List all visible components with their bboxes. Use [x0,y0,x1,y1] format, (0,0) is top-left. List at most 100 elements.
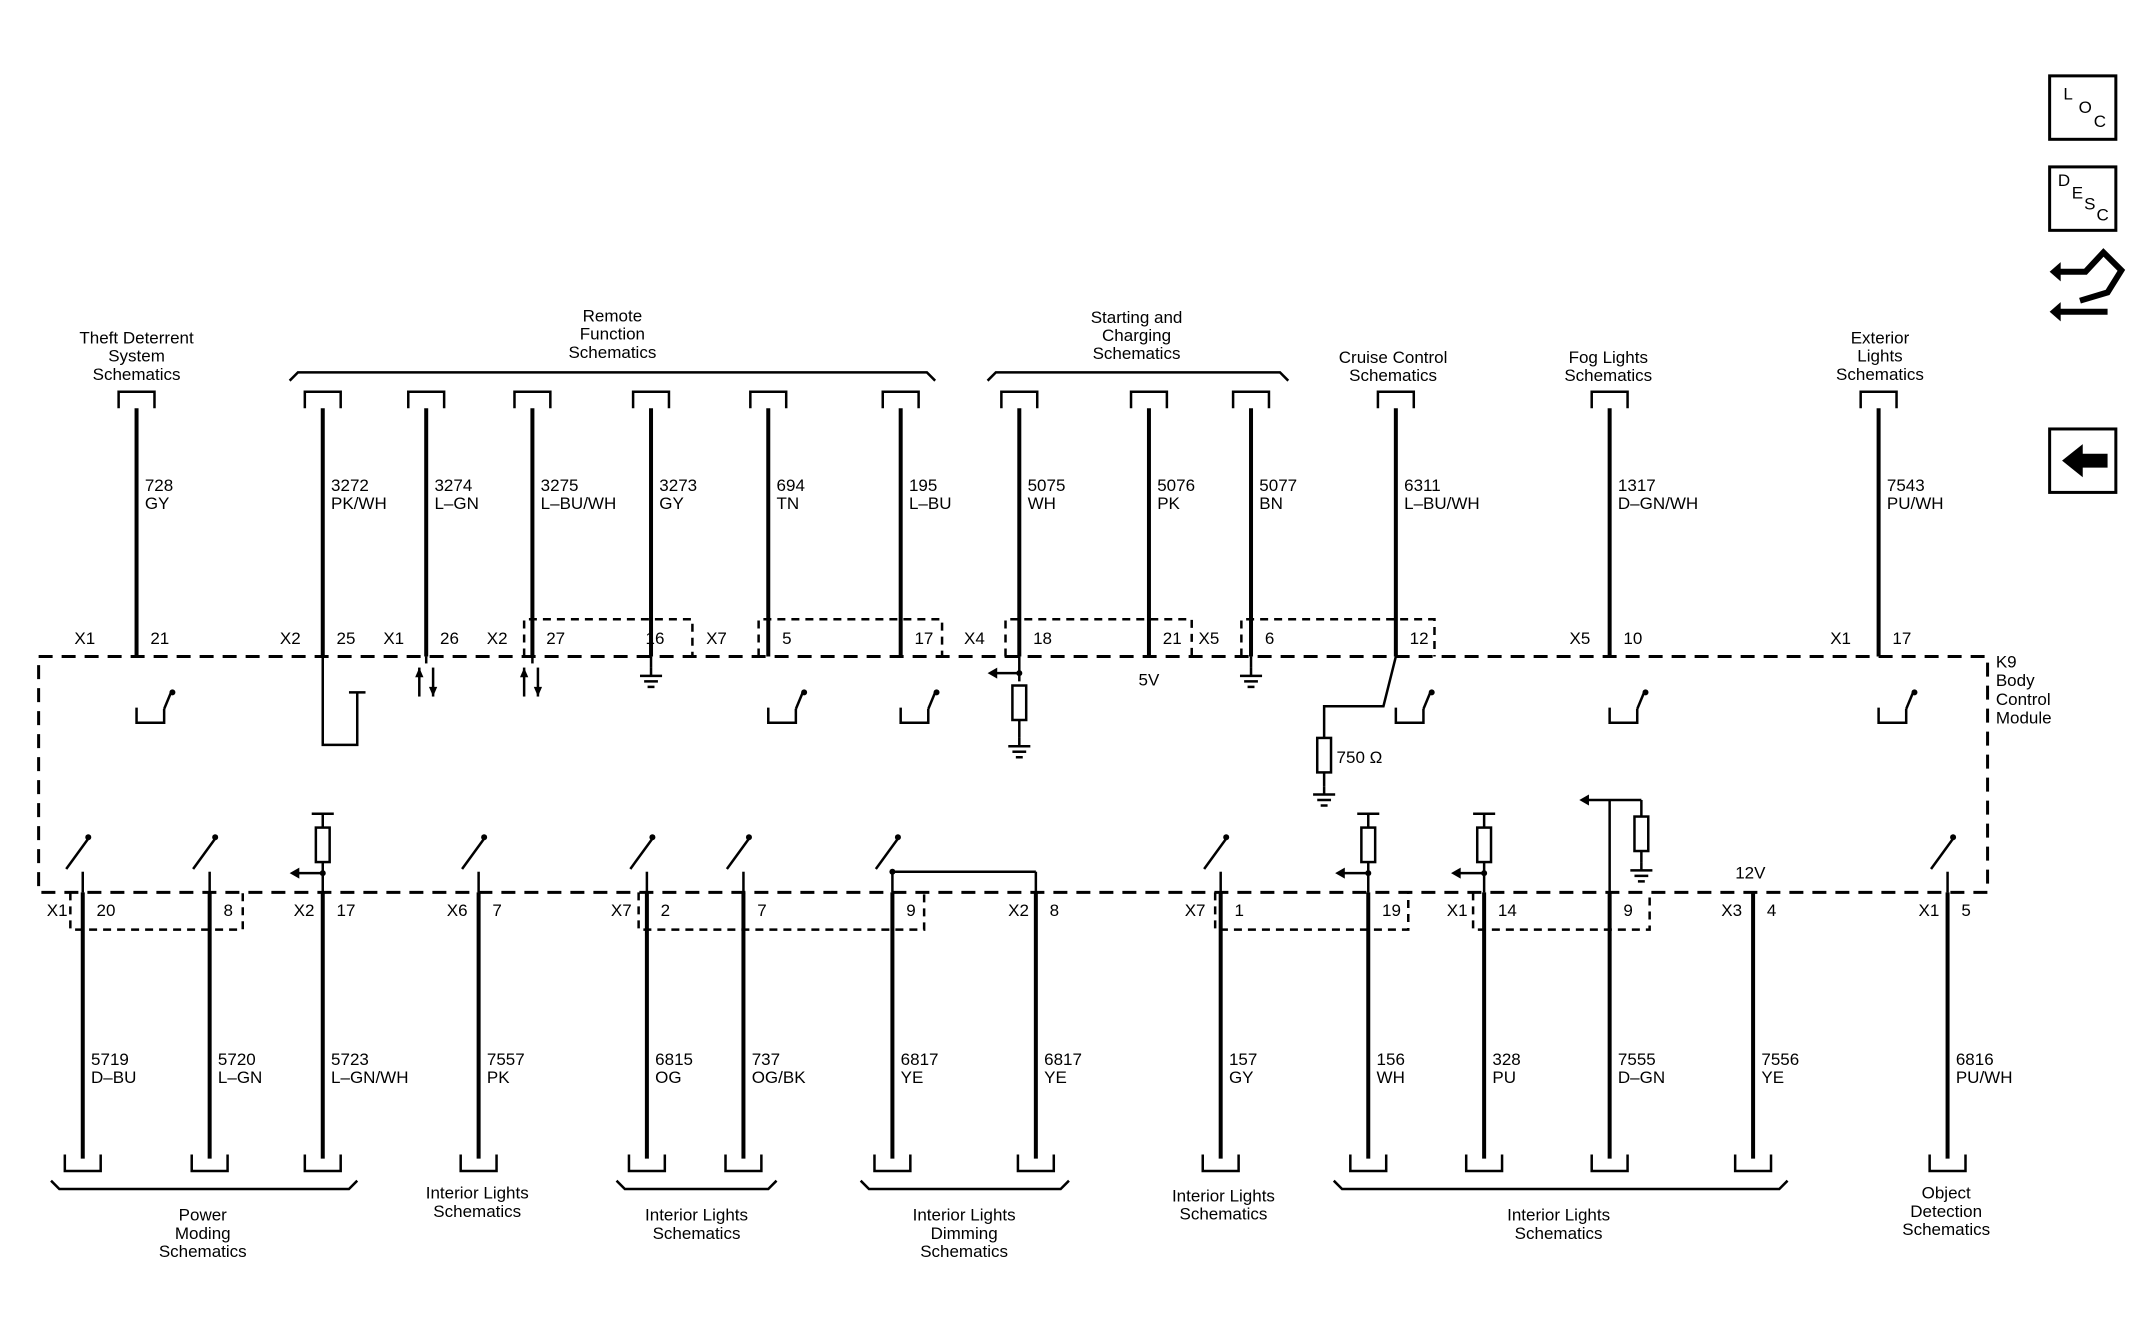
group-bracket [615,1179,778,1191]
schematic-link-label: Schematics [1564,366,1652,385]
pin-number: 19 [1382,901,1401,920]
wire-color: GY [659,494,684,513]
pin-number: 18 [1033,629,1052,648]
schematic-link-label: Power [179,1206,228,1225]
loc-letter: L [2063,84,2072,103]
connector-symbol [1349,1154,1388,1173]
pin-number: 7 [757,901,766,920]
desc-letter: E [2072,184,2083,203]
wire-color: L–GN/WH [331,1068,408,1087]
pin-number: 17 [337,901,356,920]
switch-icon [629,837,654,870]
switch-icon [1428,689,1435,696]
connector-handshake-icon[interactable] [2049,248,2126,322]
switch-icon [461,837,486,870]
desc-letter: C [2097,206,2109,225]
connector-symbol [881,390,920,409]
connector-symbol [873,1154,912,1173]
switch-icon [1911,689,1918,696]
resistor-lead [1322,656,1398,738]
circuit-number: 1317 [1618,476,1656,495]
pin-number: 4 [1767,901,1776,920]
arrow-icon [1335,867,1345,879]
circuit-number: 7543 [1887,476,1925,495]
connector-symbol [627,1154,667,1173]
resistor-icon [1360,826,1377,864]
resistor-icon [314,826,331,864]
pin-number: 8 [223,901,232,920]
module-outline [37,655,1990,894]
schematic-link-label: Schematics [1180,1205,1268,1224]
pin-number: 21 [1163,629,1182,648]
switch-icon [1930,837,1955,870]
schematic-link-label: Moding [175,1224,231,1243]
voltage-label: 5V [1139,671,1160,690]
schematic-link-label: Schematics [93,365,181,384]
pin-number: 2 [661,901,670,920]
switch-icon [481,834,488,841]
connector-symbol [1231,390,1271,409]
desc-letter: S [2084,195,2095,214]
connector-symbol [1201,1154,1240,1173]
schematic-link-label: Interior Lights [1172,1186,1275,1205]
loc-letter: C [2094,112,2106,131]
connector-symbol [513,390,552,409]
connector-id: X4 [964,629,985,648]
switch-icon [725,837,750,870]
connector-shell [637,892,926,931]
wire-color: L–BU/WH [541,494,617,513]
group-bracket [859,1179,1070,1191]
junction-dot [889,868,896,875]
schematic-link-label: System [108,347,165,366]
loc-button[interactable]: LOC [2048,74,2118,141]
connector-symbol [1590,390,1629,409]
schematic-link-label: Exterior [1851,328,1910,347]
wire-color: PU/WH [1956,1068,2013,1087]
circuit-number: 694 [777,476,805,495]
circuit-number: 7555 [1618,1050,1656,1069]
schematic-link-label: Interior Lights [645,1206,748,1225]
connector-shell [1240,618,1436,657]
pin-number: 25 [337,629,356,648]
wire-color: PK [1157,494,1180,513]
switch-icon [135,707,166,725]
switch-icon [1422,691,1432,710]
bidirectional-arrow-icon [533,686,543,697]
bidirectional-arrow-icon [415,667,424,678]
schematic-link-label: Schematics [653,1224,741,1243]
connector-id: X5 [1199,629,1220,648]
wire-color: OG/BK [752,1068,807,1087]
wire-color: D–BU [91,1068,136,1087]
group-bracket [1332,1179,1789,1191]
pin-number: 17 [914,629,933,648]
pin-number: 5 [782,629,791,648]
back-button[interactable] [2048,427,2118,494]
schematic-link-label: Schematics [1902,1220,1990,1239]
switch-icon [169,689,176,696]
connector-symbol [407,390,446,409]
connector-symbol [1733,1154,1773,1173]
switch-icon [745,834,752,841]
connector-id: X1 [1830,629,1851,648]
connector-id: X1 [383,629,404,648]
connector-symbol [1928,1154,1967,1173]
pin-number: 8 [1050,901,1059,920]
wire-color: PU [1492,1068,1516,1087]
resistor-icon [1633,815,1650,853]
switch-icon [1636,691,1646,710]
circuit-number: 157 [1229,1050,1257,1069]
wire-color: L–BU [909,494,952,513]
wire-color: PU/WH [1887,494,1944,513]
connector-shell [69,892,245,931]
switch-icon [874,837,899,870]
circuit-number: 3272 [331,476,369,495]
connector-symbol [303,1154,342,1173]
circuit-number: 7556 [1761,1050,1799,1069]
schematic-link-label: Charging [1102,326,1171,345]
schematic-link-label: Schematics [159,1242,247,1261]
wire-color: BN [1259,494,1283,513]
connector-id: X7 [1185,901,1206,920]
switch-icon [1223,834,1230,841]
wire-color: GY [1229,1068,1254,1087]
